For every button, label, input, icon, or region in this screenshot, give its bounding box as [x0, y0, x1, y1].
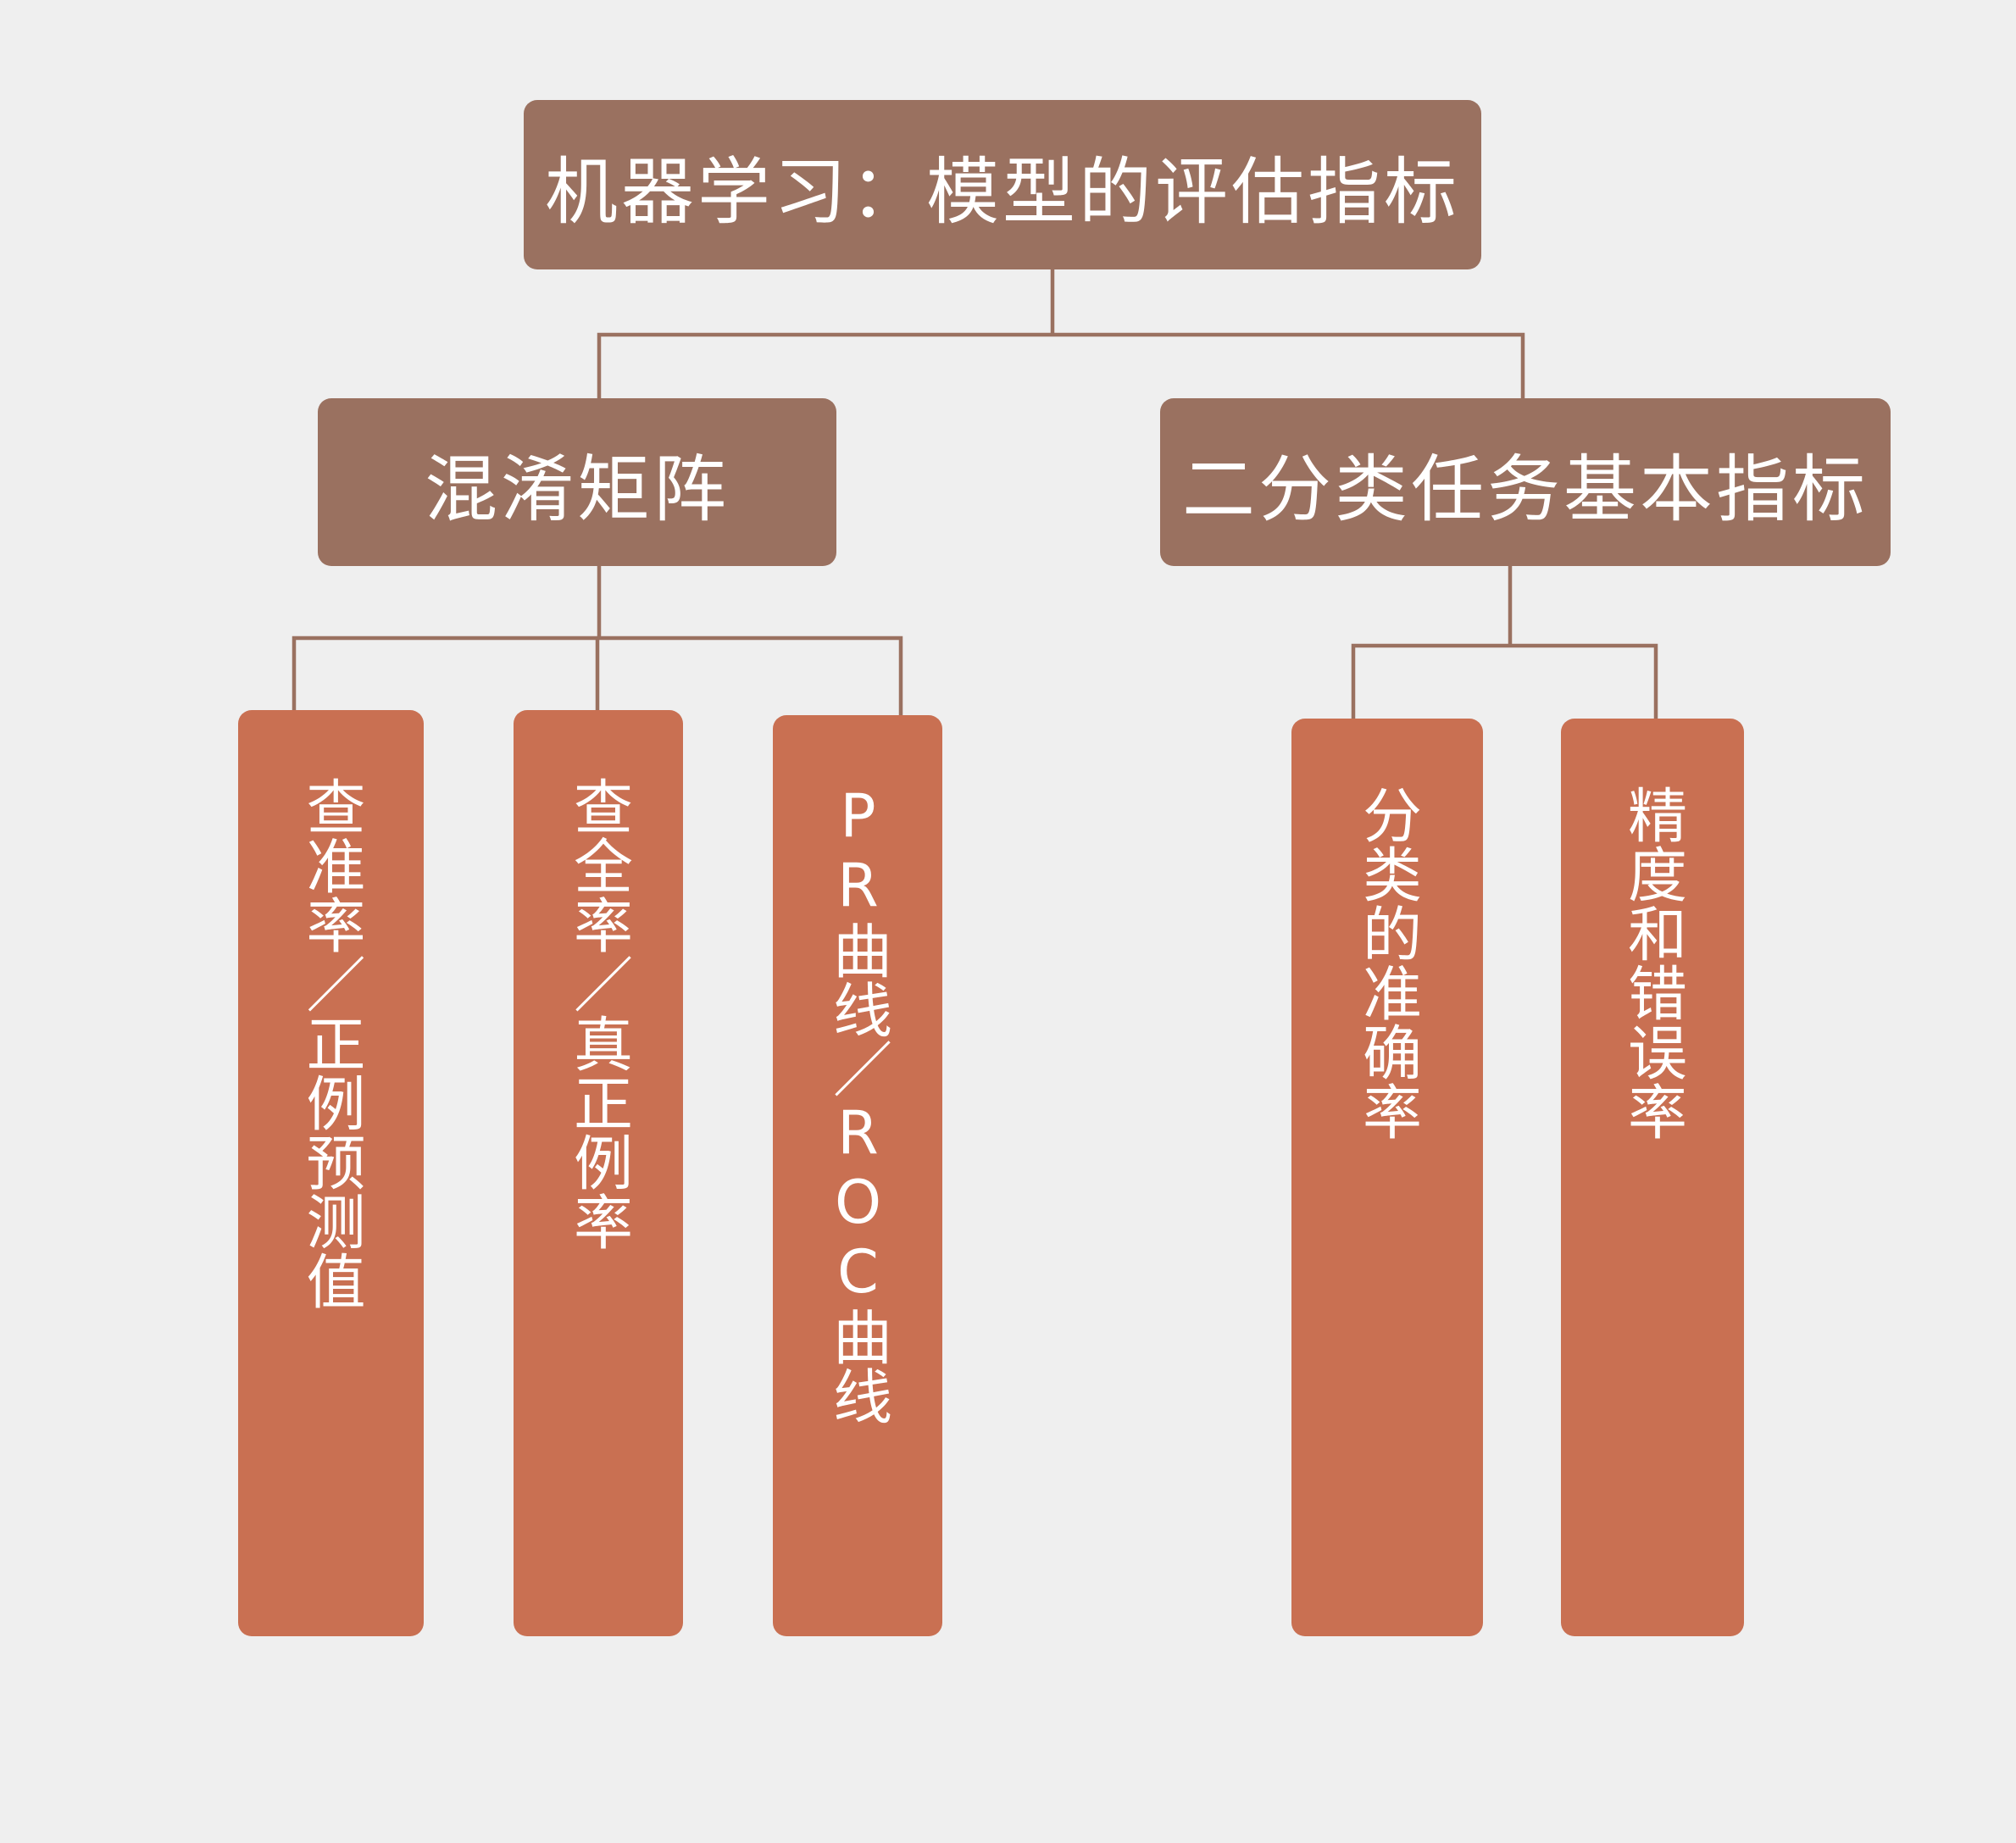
pr-roc-curve-label: PR曲线／ROC曲线 — [823, 781, 893, 1425]
classification-accuracy-node: 分类的准确率 — [1291, 719, 1483, 1636]
root-node: 机器学习：模型的评估指标 — [524, 100, 1481, 269]
recall-label: 查全率／真正例率 — [564, 776, 634, 1251]
confusion-matrix-title: 混淆矩阵 — [425, 447, 730, 532]
precision-error-rate-label: 精度和错误率 — [1618, 785, 1688, 1141]
confusion-matrix-node: 混淆矩阵 — [318, 398, 836, 566]
binary-metrics-node: 二分类任务基本指标 — [1160, 398, 1891, 566]
recall-node: 查全率／真正例率 — [514, 710, 683, 1636]
binary-metrics-title: 二分类任务基本指标 — [1182, 447, 1869, 532]
root-connector — [597, 269, 1525, 398]
classification-accuracy-label: 分类的准确率 — [1352, 785, 1423, 1141]
root-title: 机器学习：模型的评估指标 — [545, 149, 1460, 235]
pr-roc-curve-node: PR曲线／ROC曲线 — [773, 715, 942, 1636]
precision-node: 查准率／正例预测值 — [238, 710, 424, 1636]
binary-metrics-connector — [1351, 565, 1658, 719]
precision-error-rate-node: 精度和错误率 — [1561, 719, 1744, 1636]
precision-label: 查准率／正例预测值 — [297, 776, 366, 1310]
confusion-matrix-connector — [292, 565, 903, 719]
